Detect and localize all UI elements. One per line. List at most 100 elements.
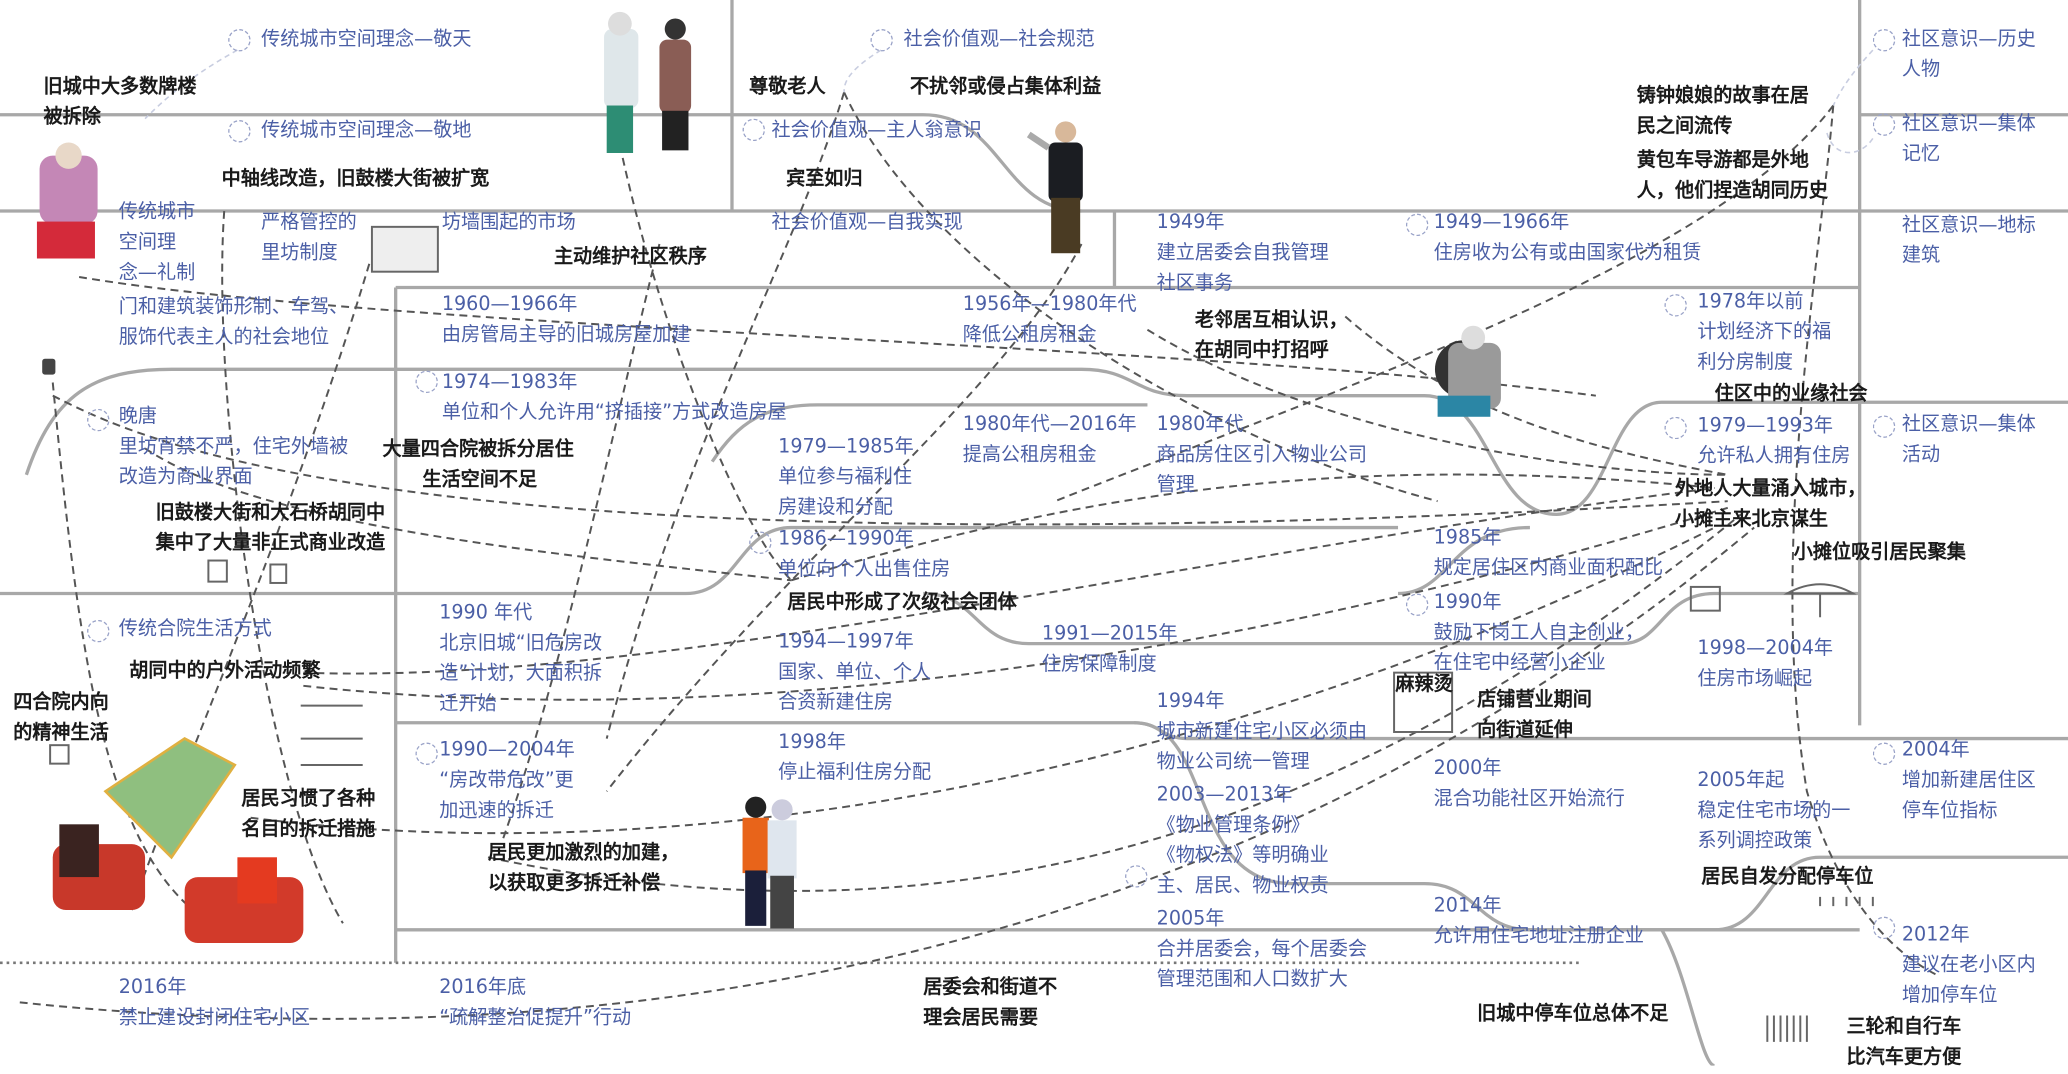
observation-label: 尊敬老人 — [749, 76, 826, 98]
photo-man-pointing — [1026, 121, 1083, 254]
link-line — [144, 447, 792, 582]
observation-label: 黄包车导游都是外地 人，他们捏造胡同历史 — [1636, 150, 1828, 202]
observation-label: 居民习惯了各种 名目的拆迁措施 — [241, 788, 376, 841]
link-line — [605, 92, 846, 739]
theme-label: 坊墙围起的市场 — [441, 212, 576, 234]
bike-rack-pictogram — [1766, 1015, 1808, 1042]
timeline-event: 1990 年代 北京旧城“旧危房改 造”计划，大面积拆 迁开始 — [439, 602, 603, 715]
node-marker-icon — [1872, 29, 1896, 52]
timeline-event: 1960—1966年 由房管局主导的旧城房屋加建 — [441, 294, 691, 346]
theme-label: 严格管控的 里坊制度 — [261, 212, 357, 264]
marker-links — [144, 49, 1874, 154]
link-line — [618, 144, 793, 582]
observation-label: 外地人大量涌入城市， 小摊主来北京谋生 — [1675, 478, 1867, 531]
observation-label: 老邻居互相认识， 在胡同中打招呼 — [1194, 309, 1348, 362]
frame-line — [1134, 721, 2068, 932]
timeline-event: 2005年 合并居委会，每个居委会 管理范围和人口数扩大 — [1156, 908, 1368, 991]
timeline-event: 1978年以前 计划经济下的福 利分房制度 — [1697, 291, 1832, 374]
observation-label: 大量四合院被拆分居住 生活空间不足 — [382, 439, 574, 491]
stall-pictogram — [1689, 585, 1721, 612]
theme-label: 社会价值观—自我实现 — [771, 212, 963, 234]
node-marker-icon — [1872, 916, 1896, 940]
node-marker-icon — [742, 118, 765, 142]
photo-small-icon — [42, 358, 56, 375]
node-marker-icon — [1125, 865, 1148, 888]
timeline-event: 1985年 规定居住区内商业面积配比 — [1433, 527, 1664, 579]
timeline-event: 1949—1966年 住房收为公有或由国家代为租赁 — [1433, 212, 1702, 264]
node-marker-icon — [1872, 742, 1896, 765]
link-line — [605, 243, 1083, 792]
observation-label: 旧城中停车位总体不足 — [1477, 1003, 1669, 1025]
timeline-event: 2000年 混合功能社区开始流行 — [1433, 758, 1625, 810]
frame-line — [24, 367, 2068, 517]
timeline-event: 2014年 允许用住宅地址注册企业 — [1433, 895, 1645, 947]
door-pictogram — [207, 559, 228, 583]
theme-label: 传统城市空间理念—敬地 — [261, 120, 472, 142]
observation-label: 店铺营业期间 向街道延伸 — [1477, 689, 1592, 742]
timeline-event: 晚唐 里坊宵禁不严，住宅外墙被 改造为商业界面 — [118, 406, 349, 488]
timeline-event: 2016年 禁止建设封闭住宅小区 — [118, 977, 310, 1029]
theme-label: 传统合院生活方式 — [118, 618, 272, 640]
observation-label: 宾至如归 — [786, 168, 863, 190]
theme-label: 传统城市空间理念—敬天 — [261, 29, 472, 51]
window-pictogram — [49, 744, 70, 765]
observation-label: 住区中的业缘社会 — [1714, 383, 1868, 405]
photo-two-women-with-bicycle — [604, 11, 692, 153]
link-line — [303, 487, 1715, 675]
timeline-event: 1994—1997年 国家、单位、个人 合资新建住房 — [778, 631, 932, 714]
window-pictogram — [269, 563, 288, 584]
timeline-event: 2016年底 “疏解整治促提升”行动 — [439, 977, 632, 1029]
node-marker-icon — [415, 370, 438, 394]
node-marker-icon — [749, 531, 772, 554]
theme-label: 社会价值观—社会规范 — [903, 29, 1095, 51]
observation-label: 铸钟娘娘的故事在居 民之间流传 — [1636, 85, 1809, 138]
theme-label: 社区意识—集体 活动 — [1901, 414, 2036, 466]
link-line — [843, 91, 1438, 503]
photo-elderly-man-wheelchair — [1434, 325, 1501, 417]
node-marker-icon — [87, 408, 110, 432]
timeline-event: 2005年起 稳定住宅市场的一 系列调控政策 — [1697, 770, 1851, 853]
theme-label: 门和建筑装饰形制、车驾、 服饰代表主人的社会地位 — [118, 296, 349, 349]
photo-couple-standing — [742, 796, 797, 929]
timeline-event: 1979—1993年 允许私人拥有住房 — [1697, 415, 1851, 467]
photo-elderly-woman-seated — [36, 142, 98, 259]
link-line — [78, 275, 1596, 397]
node-marker-icon — [1664, 416, 1687, 440]
timeline-event: 1949年 建立居委会自我管理 社区事务 — [1156, 212, 1329, 295]
link-line — [1344, 315, 1728, 476]
building-pictogram — [370, 225, 439, 273]
timeline-event: 1986—1990年 单位向个人出售住房 — [778, 528, 951, 581]
observation-label: 居民自发分配停车位 — [1701, 866, 1874, 888]
timeline-event: 1980年代 商品房住区引入物业公司 管理 — [1156, 414, 1368, 496]
timeline-event: 1956年—1980年代 降低公租房租金 — [962, 294, 1137, 346]
timeline-event: 1991—2015年 住房保障制度 — [1041, 623, 1178, 676]
timeline-event: 1980年代—2016年 提高公租房租金 — [962, 414, 1137, 466]
observation-label: 居民更加激烈的加建， 以获取更多拆迁补偿 — [487, 842, 680, 895]
timeline-event: 1994年 城市新建住宅小区必须由 物业公司统一管理 — [1156, 691, 1368, 773]
frame-line — [1660, 929, 1716, 1066]
observation-label: 旧鼓楼大街和大石桥胡同中 集中了大量非正式商业改造 — [155, 502, 386, 554]
shop-sign-pictogram — [1393, 671, 1454, 733]
node-marker-icon — [1664, 294, 1687, 317]
link-line — [487, 513, 1742, 892]
timeline-event: 2012年 建议在老小区内 增加停车位 — [1901, 924, 2036, 1007]
node-marker-icon — [228, 120, 251, 143]
observation-label: 居委会和街道不 理会居民需要 — [923, 977, 1058, 1029]
timeline-event: 1998年 停止福利住房分配 — [778, 731, 932, 784]
timeline-event: 1974—1983年 单位和个人允许用“挤插接”方式改造房屋 — [441, 371, 787, 424]
node-marker-icon — [415, 742, 438, 765]
frame-line — [923, 525, 1860, 646]
link-line — [1054, 104, 1835, 503]
parking-marks — [1819, 896, 1874, 907]
stair-pictogram — [300, 704, 363, 766]
umbrella-pictogram — [1783, 583, 1857, 618]
theme-label: 社区意识—集体 记忆 — [1901, 113, 2036, 165]
link-line — [130, 263, 371, 911]
timeline-event: 2003—2013年 《物业管理条例》 《物权法》等明确业 主、居民、物业权责 — [1156, 784, 1329, 897]
node-marker-icon — [1872, 113, 1896, 136]
observation-label: 中轴线改造，旧鼓楼大街被扩宽 — [221, 168, 490, 190]
link-line — [303, 506, 1729, 701]
link-line — [1146, 328, 1728, 476]
